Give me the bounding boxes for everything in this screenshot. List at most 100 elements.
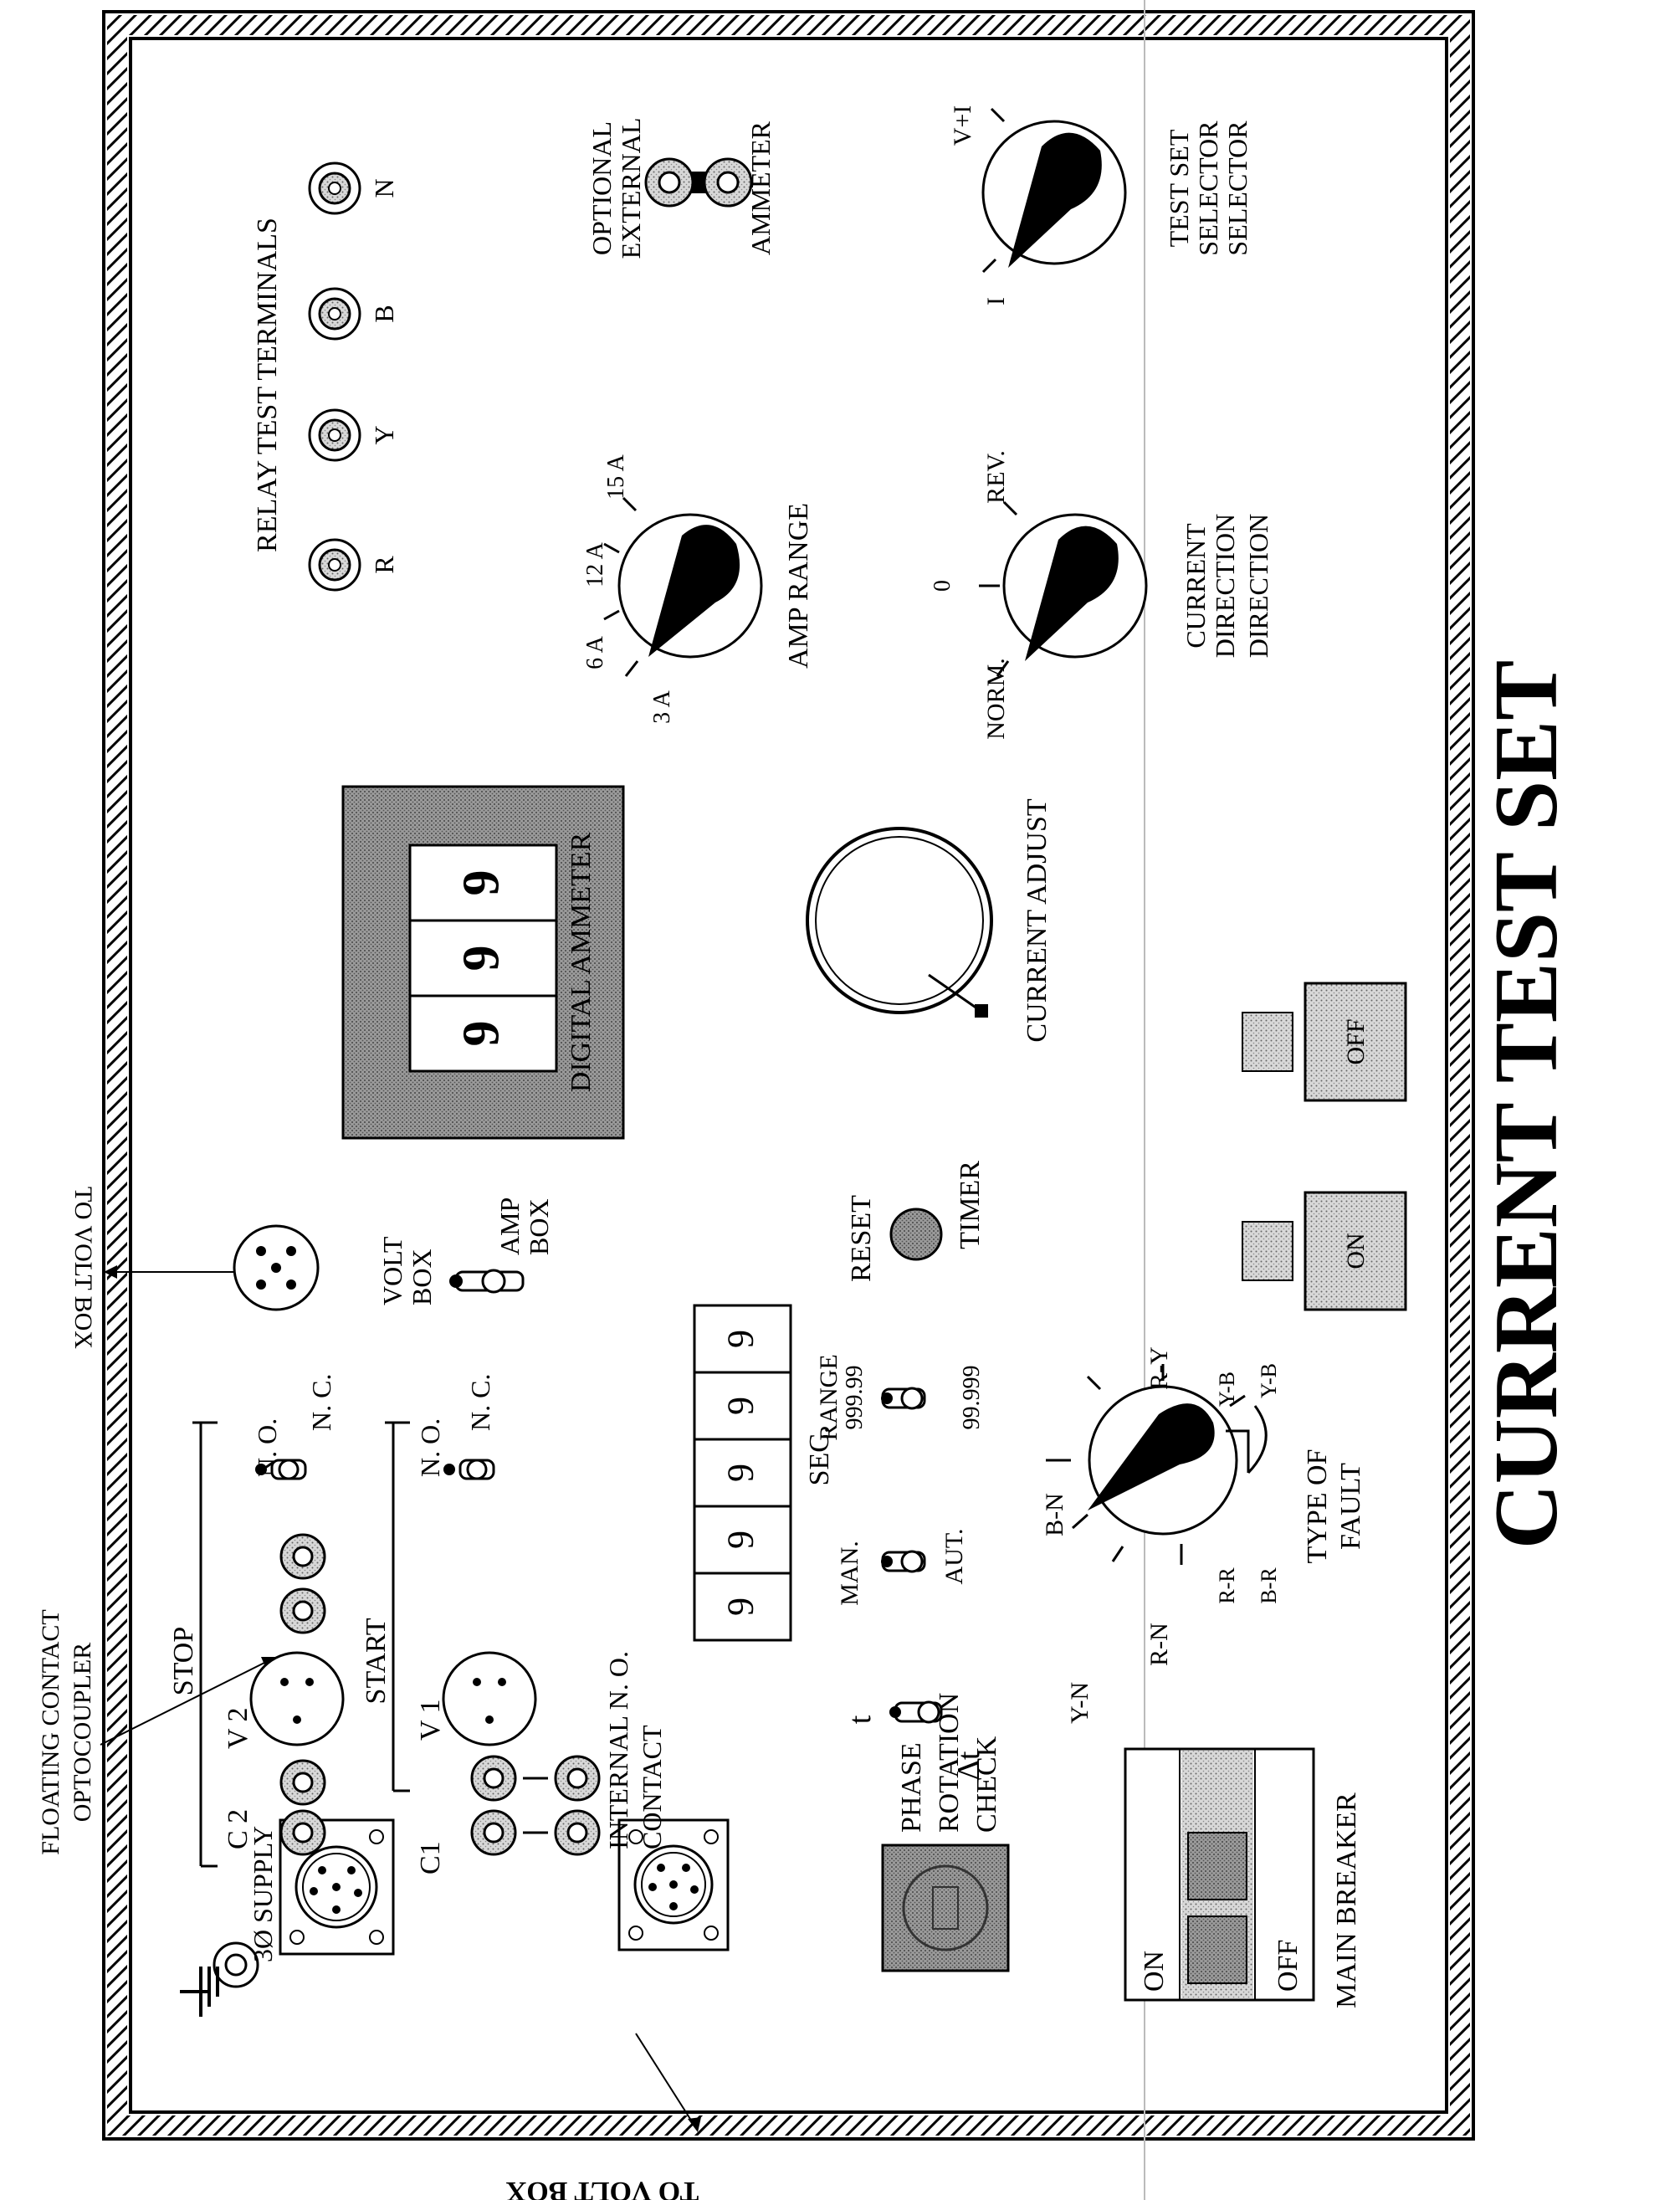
man-aut-toggle[interactable] — [881, 1550, 926, 1573]
sec-label: SEC. — [804, 1427, 835, 1486]
stop-bracket — [192, 1421, 218, 1868]
external-ammeter-label-2: EXTERNAL — [616, 118, 646, 259]
on-button[interactable] — [1242, 1191, 1407, 1311]
delta-t-label: Δt — [951, 1751, 986, 1780]
start-label: START — [361, 1618, 392, 1704]
amp-range-label: AMP RANGE — [783, 503, 814, 669]
c2-terminal-b[interactable] — [279, 1759, 326, 1806]
optocoupler-terminal-b[interactable] — [279, 1533, 326, 1580]
to-volt-box-top-label: TO VOLT BOX — [69, 1187, 97, 1349]
fault-y-b-label: Y-B — [1215, 1372, 1239, 1407]
panel-title: CURRENT TEST SET — [1477, 660, 1576, 1550]
fault-r-n-label: R-N — [1145, 1623, 1173, 1666]
stop-no-nc-toggle[interactable] — [255, 1459, 307, 1480]
internal-no-terminal-a[interactable] — [554, 1809, 601, 1856]
start-nc-label: N. C. — [465, 1374, 495, 1431]
fault-r-y-label: R-Y — [1145, 1346, 1173, 1390]
start-bracket — [385, 1421, 410, 1792]
start-no-nc-toggle[interactable] — [443, 1459, 495, 1480]
supply-label: 3Ø SUPPLY — [248, 1826, 278, 1962]
current-direction-label-3: DIRECTION — [1243, 514, 1273, 658]
internal-no-label-2: CONTACT — [637, 1725, 667, 1849]
test-set-label-3: SELECTOR — [1222, 121, 1252, 256]
panel-frame — [102, 10, 1475, 2141]
relay-terminal-n[interactable] — [308, 162, 361, 215]
v1-label: V 1 — [415, 1700, 446, 1741]
optocoupler-terminal-a[interactable] — [279, 1587, 326, 1634]
c2-terminal-a[interactable] — [279, 1809, 326, 1856]
range-toggle[interactable] — [881, 1387, 926, 1410]
amp-box-label-1: AMP — [494, 1197, 525, 1255]
c2-label: C 2 — [223, 1809, 254, 1849]
main-breaker[interactable] — [1124, 1747, 1315, 2002]
external-ammeter-label-1: OPTIONAL — [586, 121, 617, 255]
volt-box-label-2: BOX — [407, 1249, 437, 1305]
direction-zero-label: 0 — [930, 580, 955, 592]
fault-y-b-lower-label: Y-B — [1257, 1363, 1281, 1398]
fault-selector-knob[interactable] — [1088, 1385, 1238, 1536]
ammeter-digit: 9 — [453, 1021, 510, 1047]
stop-label: STOP — [168, 1627, 199, 1696]
current-adjust-label: CURRENT ADJUST — [1022, 798, 1053, 1042]
start-no-label: N. O. — [415, 1418, 445, 1477]
direction-rev-label: REV. — [982, 450, 1010, 504]
external-ammeter-terminals[interactable] — [644, 157, 753, 208]
fault-label-2: FAULT — [1335, 1463, 1366, 1550]
timer-label: TIMER — [955, 1161, 986, 1249]
current-direction-ticks — [979, 500, 1018, 677]
reset-label: RESET — [846, 1195, 877, 1282]
current-direction-knob[interactable] — [1002, 513, 1148, 661]
ground-terminal[interactable] — [213, 1941, 259, 1988]
relay-terminal-label: Y — [369, 425, 399, 444]
amp-range-6a: 6 A — [582, 635, 608, 669]
main-breaker-off-label: OFF — [1273, 1940, 1304, 1992]
aut-label: AUT. — [940, 1529, 968, 1585]
test-set-selector-knob[interactable] — [981, 120, 1127, 268]
relay-terminal-y[interactable] — [308, 408, 361, 462]
current-direction-label-2: DIRECTION — [1210, 514, 1240, 658]
v2-socket[interactable] — [249, 1651, 345, 1746]
relay-terminal-label: R — [369, 556, 399, 574]
c1-terminal-a[interactable] — [470, 1809, 517, 1856]
stop-nc-label: N. C. — [306, 1374, 336, 1431]
v1-socket[interactable] — [442, 1651, 537, 1746]
t-delta-t-toggle[interactable] — [889, 1700, 943, 1724]
current-direction-label-1: CURRENT — [1181, 523, 1211, 649]
phase-rotation-check-button[interactable] — [881, 1844, 1010, 1972]
main-breaker-label: MAIN BREAKER — [1331, 1792, 1362, 2008]
internal-no-links — [523, 1777, 548, 1834]
off-button[interactable] — [1242, 982, 1407, 1102]
amp-range-knob[interactable] — [617, 513, 763, 659]
relay-terminal-label: N — [369, 178, 399, 197]
sec-digit: 9 — [720, 1397, 761, 1415]
relay-terminal-label: B — [369, 305, 399, 322]
volt-box-socket-bottom[interactable] — [617, 1818, 730, 1951]
ammeter-digit: 9 — [453, 946, 510, 972]
fault-bracket — [1226, 1405, 1268, 1474]
volt-box-socket-top[interactable] — [233, 1224, 320, 1311]
reset-button[interactable] — [889, 1208, 943, 1261]
main-breaker-on-label: ON — [1139, 1951, 1170, 1992]
current-adjust-knob[interactable] — [806, 827, 993, 1018]
range-high-label: 999.99 — [842, 1366, 868, 1430]
c1-label: C1 — [415, 1841, 446, 1874]
c1-terminal-b[interactable] — [470, 1755, 517, 1802]
sec-digit: 9 — [720, 1330, 761, 1348]
sec-display — [693, 1304, 792, 1642]
digital-ammeter-label: DIGITAL AMMETER — [566, 832, 597, 1092]
test-set-label-2: SELECTOR — [1193, 121, 1223, 256]
volt-box-label-1: VOLT — [377, 1236, 407, 1305]
amp-box-label-2: BOX — [524, 1198, 554, 1255]
relay-terminal-r[interactable] — [308, 538, 361, 592]
arrow-to-volt-box-bottom-icon — [635, 2033, 701, 2132]
to-volt-box-bottom-label: TO VOLT BOX — [505, 2176, 699, 2200]
relay-terminal-b[interactable] — [308, 287, 361, 341]
on-button-label: ON — [1342, 1233, 1370, 1269]
off-button-label: OFF — [1342, 1018, 1370, 1064]
volt-amp-box-toggle[interactable] — [449, 1269, 525, 1294]
floating-contact-label-2: OPTOCOUPLER — [69, 1643, 96, 1822]
v2-label: V 2 — [223, 1708, 254, 1749]
relay-terminals-heading: RELAY TEST TERMINALS — [252, 218, 283, 552]
internal-no-terminal-b[interactable] — [554, 1755, 601, 1802]
